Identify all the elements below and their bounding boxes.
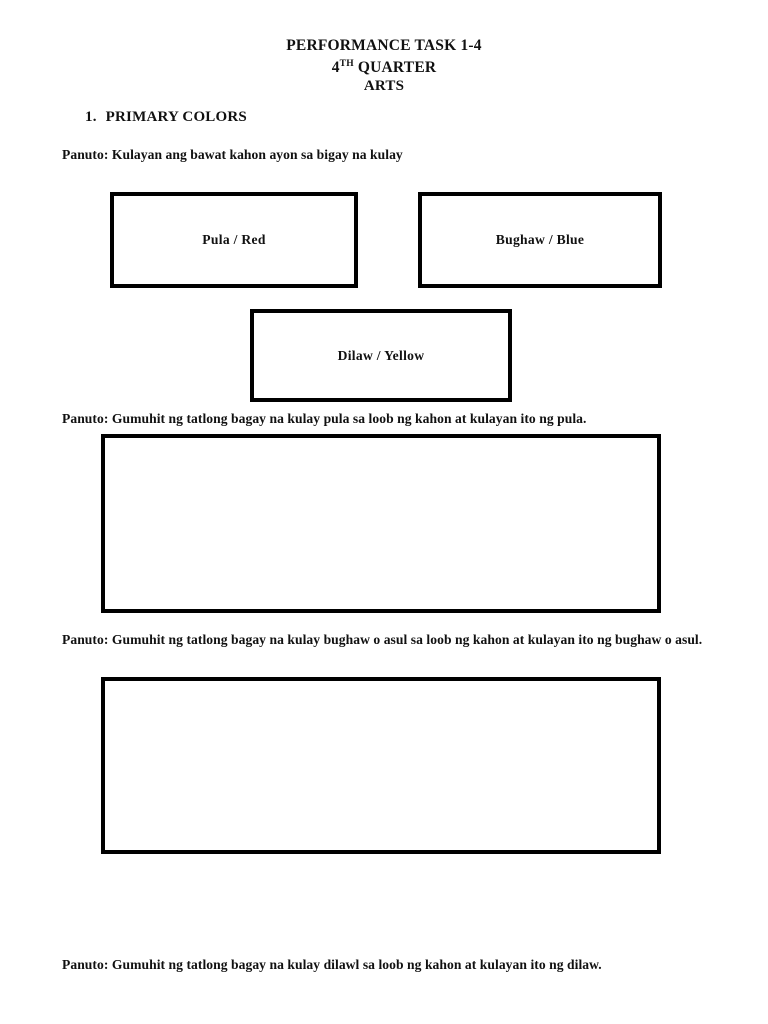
subject-title: ARTS bbox=[363, 78, 405, 94]
drawing-box-red[interactable] bbox=[101, 434, 661, 613]
instruction-color-the-boxes: Panuto: Kulayan ang bawat kahon ayon sa … bbox=[62, 147, 403, 162]
drawing-box-blue[interactable] bbox=[101, 677, 661, 854]
color-box-blue[interactable]: Bughaw / Blue bbox=[418, 192, 662, 288]
instruction-draw-red: Panuto: Gumuhit ng tatlong bagay na kula… bbox=[62, 411, 587, 426]
section-heading: 1. PRIMARY COLORS bbox=[85, 109, 247, 126]
section-title: PRIMARY COLORS bbox=[105, 109, 247, 125]
quarter-ordinal-suffix: TH bbox=[339, 59, 354, 69]
color-box-blue-label: Bughaw / Blue bbox=[495, 232, 585, 247]
quarter-number: 4 bbox=[331, 59, 340, 76]
color-box-yellow-label: Dilaw / Yellow bbox=[337, 347, 425, 363]
instruction-draw-yellow: Panuto: Gumuhit ng tatlong bagay na kula… bbox=[62, 957, 602, 972]
document-header: PERFORMANCE TASK 1-4 4TH QUARTER ARTS bbox=[0, 36, 768, 96]
color-box-yellow[interactable]: Dilaw / Yellow bbox=[250, 309, 512, 402]
quarter-line: 4TH QUARTER bbox=[0, 55, 768, 77]
quarter-word: QUARTER bbox=[357, 59, 437, 76]
color-box-red[interactable]: Pula / Red bbox=[110, 192, 358, 288]
section-number: 1. bbox=[85, 109, 97, 125]
color-box-red-label: Pula / Red bbox=[202, 232, 266, 247]
document-title: PERFORMANCE TASK 1-4 bbox=[286, 37, 482, 54]
instruction-draw-blue: Panuto: Gumuhit ng tatlong bagay na kula… bbox=[62, 632, 703, 647]
